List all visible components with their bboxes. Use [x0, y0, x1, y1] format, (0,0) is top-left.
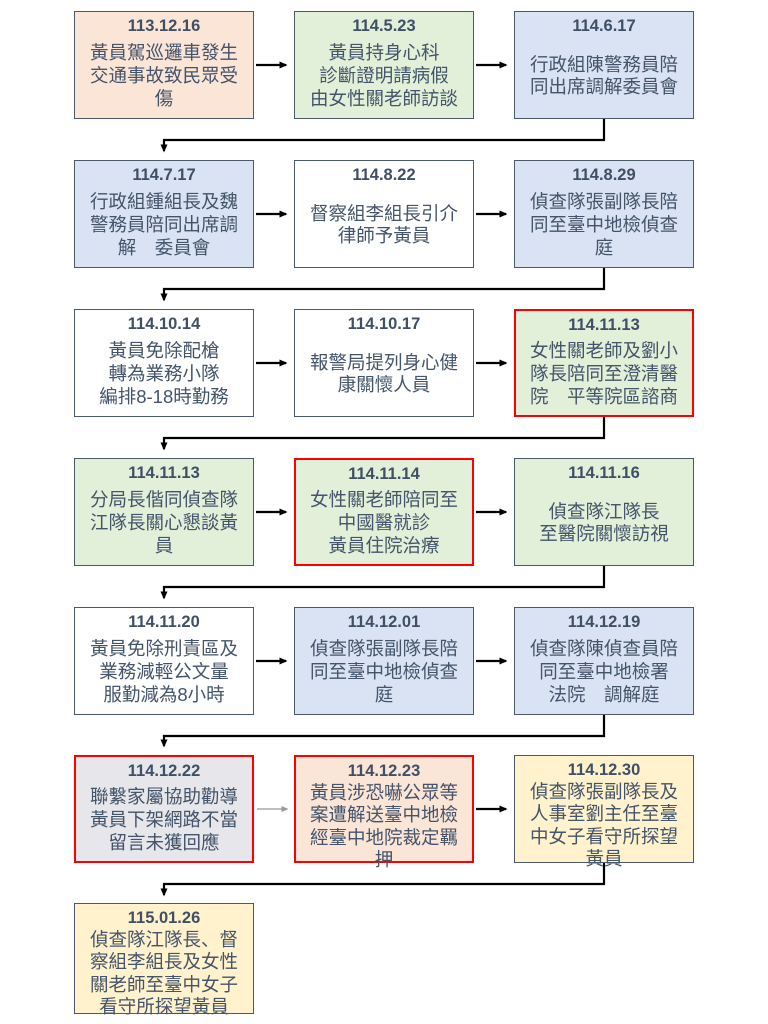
- flow-box: 114.10.14 黃員免除配槍 轉為業務小隊 編排8-18時勤務: [74, 309, 254, 417]
- box-text: 偵查隊江隊長 至醫院關懷訪視: [539, 500, 669, 545]
- flow-box: 114.12.30 偵查隊張副隊長及 人事室劉主任至臺 中女子看守所探望 黃員: [514, 755, 694, 869]
- box-text: 報警局提列身心健 康關懷人員: [309, 351, 458, 396]
- arrow-elbow-down: [160, 566, 606, 600]
- flow-box: 114.8.29 偵查隊張副隊長陪 同至臺中地檢偵查 庭: [514, 160, 694, 268]
- flow-box: 114.6.17 行政組陳警務員陪 同出席調解委員會: [514, 11, 694, 119]
- arrow-elbow-down: [160, 119, 606, 153]
- flow-box: 114.10.17 報警局提列身心健 康關懷人員: [294, 309, 474, 417]
- flow-box: 114.8.22 督察組李組長引介 律師予黃員: [294, 160, 474, 268]
- box-text: 分局長偕同偵查隊 江隊長關心懇談黃 員: [89, 489, 238, 556]
- box-date: 114.12.01: [347, 613, 421, 631]
- flow-box: 114.11.13 分局長偕同偵查隊 江隊長關心懇談黃 員: [74, 458, 254, 566]
- flow-box: 113.12.16 黃員駕巡邏車發生 交通事故致民眾受 傷: [74, 11, 254, 119]
- box-text: 行政組鍾組長及魏 警務員陪同出席調 解 委員會: [89, 191, 238, 258]
- box-date: 113.12.16: [127, 17, 201, 35]
- box-date: 114.10.17: [347, 315, 421, 333]
- box-text: 偵查隊陳偵查員陪 同至臺中地檢署 法院 調解庭: [529, 638, 678, 705]
- box-text: 行政組陳警務員陪 同出席調解委員會: [529, 53, 678, 98]
- flow-box: 114.12.01 偵查隊張副隊長陪 同至臺中地檢偵查 庭: [294, 607, 474, 715]
- box-text: 聯繫家屬協助勸導 黃員下架網路不當 留言未獲回應: [89, 786, 238, 853]
- box-text: 黃員駕巡邏車發生 交通事故致民眾受 傷: [89, 42, 238, 109]
- flow-box: 115.01.26 偵查隊江隊長、督 察組李組長及女性 關老師至臺中女子 看守所…: [74, 903, 254, 1017]
- box-text: 女性關老師及劉小 隊長陪同至澄清醫 院 平等院區諮商: [529, 340, 678, 407]
- arrow-elbow-down: [160, 268, 606, 302]
- box-date: 114.11.16: [568, 464, 640, 482]
- box-date: 114.10.14: [127, 315, 201, 333]
- box-text: 偵查隊張副隊長陪 同至臺中地檢偵查 庭: [309, 638, 458, 705]
- box-date: 114.12.19: [567, 613, 641, 631]
- arrow-elbow-down: [160, 417, 606, 451]
- box-date: 114.11.13: [128, 464, 200, 482]
- box-date: 114.6.17: [572, 17, 636, 35]
- box-text: 黃員免除配槍 轉為業務小隊 編排8-18時勤務: [99, 340, 229, 407]
- box-date: 114.8.29: [572, 166, 636, 184]
- box-date: 114.11.20: [128, 613, 200, 631]
- box-date: 114.5.23: [352, 17, 416, 35]
- flow-box: 114.11.20 黃員免除刑責區及 業務減輕公文量 服勤減為8小時: [74, 607, 254, 715]
- box-date: 114.7.17: [132, 166, 196, 184]
- flow-box: 114.12.19 偵查隊陳偵查員陪 同至臺中地檢署 法院 調解庭: [514, 607, 694, 715]
- flow-box: 114.11.13 女性關老師及劉小 隊長陪同至澄清醫 院 平等院區諮商: [514, 309, 694, 417]
- box-text: 偵查隊張副隊長陪 同至臺中地檢偵查 庭: [529, 191, 678, 258]
- box-date: 114.12.23: [347, 762, 421, 780]
- box-date: 114.11.14: [348, 465, 420, 483]
- box-date: 114.11.13: [568, 316, 640, 334]
- box-date: 114.8.22: [352, 166, 416, 184]
- flow-box: 114.12.23 黃員涉恐嚇公眾等 案遭解送臺中地檢 經臺中地院裁定羈 押: [294, 755, 474, 870]
- box-text: 督察組李組長引介 律師予黃員: [309, 202, 458, 247]
- box-date: 114.12.30: [567, 761, 641, 779]
- flow-box: 114.11.14 女性關老師陪同至 中國醫就診 黃員住院治療: [294, 458, 474, 566]
- box-text: 偵查隊江隊長、督 察組李組長及女性 關老師至臺中女子 看守所探望黃員: [89, 928, 238, 1018]
- flow-box: 114.7.17 行政組鍾組長及魏 警務員陪同出席調 解 委員會: [74, 160, 254, 268]
- box-date: 114.12.22: [127, 762, 201, 780]
- flow-box: 114.11.16 偵查隊江隊長 至醫院關懷訪視: [514, 458, 694, 566]
- box-text: 女性關老師陪同至 中國醫就診 黃員住院治療: [309, 489, 458, 556]
- arrow-elbow-down: [160, 715, 606, 748]
- box-date: 115.01.26: [127, 909, 201, 927]
- flow-box: 114.5.23 黃員持身心科 診斷證明請病假 由女性關老師訪談: [294, 11, 474, 119]
- box-text: 偵查隊張副隊長及 人事室劉主任至臺 中女子看守所探望 黃員: [529, 780, 678, 870]
- box-text: 黃員免除刑責區及 業務減輕公文量 服勤減為8小時: [89, 638, 238, 705]
- box-text: 黃員涉恐嚇公眾等 案遭解送臺中地檢 經臺中地院裁定羈 押: [309, 781, 458, 871]
- flow-box: 114.12.22 聯繫家屬協助勸導 黃員下架網路不當 留言未獲回應: [74, 755, 254, 863]
- box-text: 黃員持身心科 診斷證明請病假 由女性關老師訪談: [309, 42, 458, 109]
